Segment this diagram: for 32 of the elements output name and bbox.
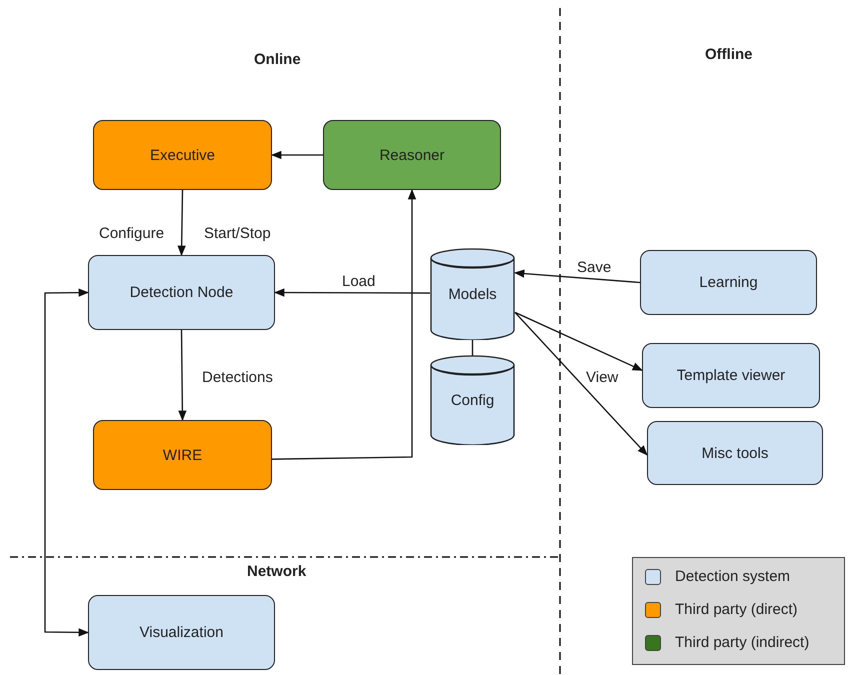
node-label: WIRE <box>162 446 202 464</box>
node-label: Models <box>448 286 497 302</box>
arrow <box>177 190 186 256</box>
arrow <box>514 269 640 284</box>
node-label: Template viewer <box>676 367 786 384</box>
node-label: Reasoner <box>379 146 445 164</box>
process-box <box>647 421 823 485</box>
arrow <box>272 188 416 460</box>
annotation-label: Start/Stop <box>202 225 273 242</box>
node-label: Visualization <box>140 624 224 641</box>
process-box <box>88 255 275 330</box>
process-box <box>640 250 817 315</box>
node-label: Detection Node <box>130 284 234 301</box>
arrow <box>44 288 90 637</box>
arrow <box>514 312 643 371</box>
legend-label: Third party (indirect) <box>675 634 810 651</box>
node-label: Executive <box>150 146 216 164</box>
node-label: Learning <box>699 274 758 291</box>
process-box <box>88 595 275 670</box>
legend-label: Detection system <box>675 568 790 585</box>
process-box <box>642 343 820 408</box>
arrow <box>274 288 430 297</box>
arrow <box>514 312 648 456</box>
legend-label: Third party (direct) <box>675 601 798 618</box>
node-label: Misc tools <box>702 444 768 462</box>
process-box <box>93 120 272 190</box>
node-label: Config <box>450 392 494 408</box>
process-box <box>93 420 272 490</box>
arrow <box>270 150 323 160</box>
annotation-label: Configure <box>97 225 166 242</box>
process-box <box>323 120 501 190</box>
arrow <box>178 330 187 422</box>
